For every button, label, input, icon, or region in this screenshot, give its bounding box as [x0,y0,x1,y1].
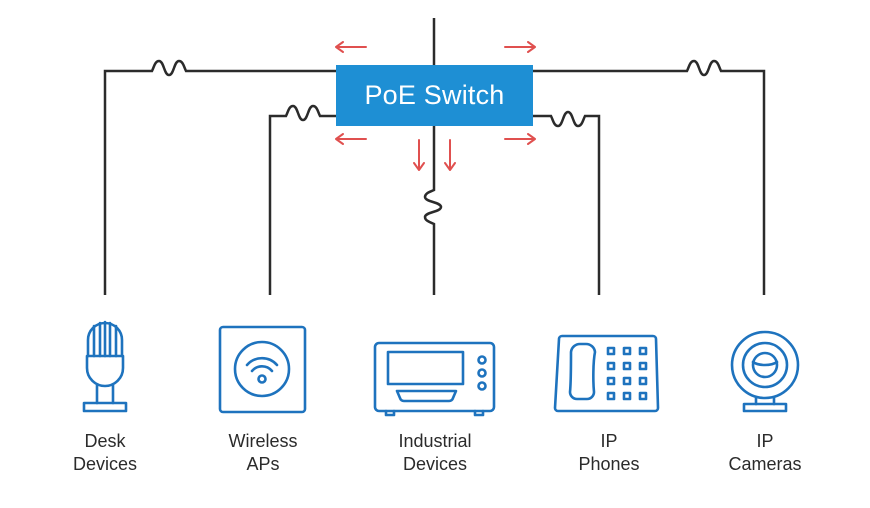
wire-desk-devices [103,59,336,295]
wires [103,18,766,295]
wire-industrial-devices [423,126,443,295]
wifi-access-point-icon [218,325,307,414]
arrow-down-left-icon [413,139,425,171]
arrow-down-right-icon [444,139,456,171]
arrow-right-bottom-icon [504,133,536,145]
label-line2: Devices [402,454,468,474]
label-line2: APs [246,454,280,474]
label-line2: Devices [72,454,138,474]
wire-wireless-aps [268,104,336,295]
desk-phone-icon [553,334,660,413]
industrial-device-icon [373,341,496,417]
label-line1: Industrial [398,431,472,451]
wire-ip-cameras [533,59,766,295]
keypad [606,346,648,401]
label-line2: Phones [578,454,640,474]
poe-switch-label: PoE Switch [364,80,505,110]
label-line1: IP [756,431,774,451]
microphone-icon [82,320,128,413]
power-arrows [335,41,536,171]
label-line1: Desk [84,431,126,451]
label-line2: Cameras [728,454,802,474]
device-label-wireless-aps: Wireless APs [193,430,333,476]
webcam-icon [730,330,800,413]
poe-switch: PoE Switch [336,65,533,126]
arrow-right-top-icon [504,41,536,53]
device-label-ip-cameras: IP Cameras [695,430,835,476]
arrow-left-bottom-icon [335,133,367,145]
label-line1: IP [600,431,618,451]
device-label-industrial-devices: Industrial Devices [365,430,505,476]
device-label-desk-devices: Desk Devices [35,430,175,476]
arrow-left-top-icon [335,41,367,53]
wire-ip-phones [533,110,601,295]
label-line1: Wireless [228,431,298,451]
device-label-ip-phones: IP Phones [539,430,679,476]
